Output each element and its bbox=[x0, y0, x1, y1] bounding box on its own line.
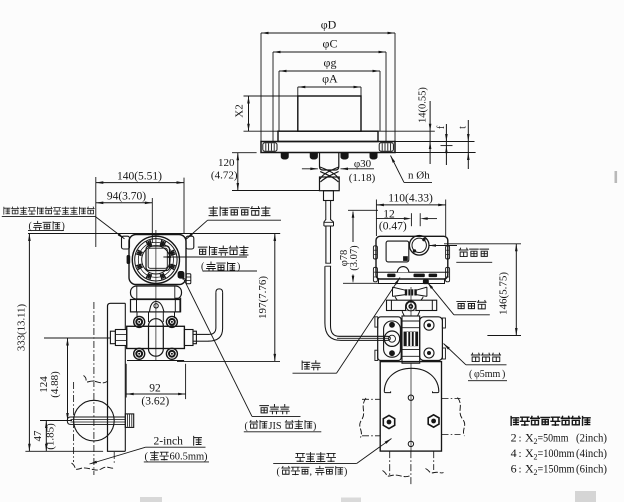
svg-text:12: 12 bbox=[383, 208, 395, 220]
svg-text:(: ( bbox=[201, 262, 205, 273]
svg-text:): ) bbox=[313, 421, 316, 432]
svg-text:): ) bbox=[502, 369, 505, 380]
svg-text:140(5.51): 140(5.51) bbox=[117, 171, 162, 183]
svg-text:φ78: φ78 bbox=[339, 250, 350, 267]
svg-text:(0.47): (0.47) bbox=[379, 221, 407, 233]
svg-text:): ) bbox=[344, 467, 347, 478]
svg-text:φA: φA bbox=[322, 72, 338, 86]
svg-text:φ5mm: φ5mm bbox=[474, 369, 501, 380]
svg-text:197(7.76): 197(7.76) bbox=[257, 276, 269, 319]
svg-text:60.5mm: 60.5mm bbox=[170, 452, 205, 463]
svg-text:14(0.55): 14(0.55) bbox=[418, 87, 429, 123]
svg-text:): ) bbox=[237, 262, 240, 273]
svg-text:n Øh: n Øh bbox=[408, 170, 430, 182]
svg-text:120: 120 bbox=[218, 157, 235, 169]
svg-text:(: ( bbox=[29, 221, 33, 232]
svg-text:333(13.11): 333(13.11) bbox=[16, 303, 28, 351]
svg-text:=50mm: =50mm bbox=[538, 433, 569, 445]
svg-text:2: 2 bbox=[534, 468, 538, 477]
svg-text:X: X bbox=[525, 462, 534, 476]
svg-text:(6inch): (6inch) bbox=[576, 464, 607, 476]
svg-text:φD: φD bbox=[321, 18, 337, 32]
svg-text:124: 124 bbox=[38, 376, 50, 393]
svg-text:(2inch): (2inch) bbox=[576, 433, 607, 445]
svg-text:X: X bbox=[525, 446, 534, 460]
svg-text:146(5.75): 146(5.75) bbox=[498, 272, 510, 315]
svg-text:(1.18): (1.18) bbox=[349, 172, 376, 184]
svg-text:(4.88): (4.88) bbox=[49, 371, 61, 398]
svg-text:X2: X2 bbox=[234, 104, 246, 117]
svg-text::: : bbox=[519, 448, 522, 460]
svg-text:2-inch: 2-inch bbox=[154, 436, 184, 448]
svg-text:94(3.70): 94(3.70) bbox=[107, 191, 146, 203]
svg-text:φg: φg bbox=[324, 56, 337, 70]
svg-text:(: ( bbox=[245, 421, 249, 432]
svg-text:f: f bbox=[436, 125, 447, 129]
svg-text:(3.62): (3.62) bbox=[141, 396, 169, 408]
svg-text:47: 47 bbox=[32, 430, 44, 442]
svg-text:X: X bbox=[525, 431, 534, 445]
svg-text:92: 92 bbox=[149, 383, 161, 395]
svg-text:φC: φC bbox=[323, 37, 338, 51]
svg-text:,: , bbox=[310, 467, 313, 478]
svg-text:(4inch): (4inch) bbox=[576, 448, 607, 460]
svg-text:(: ( bbox=[469, 369, 473, 380]
svg-text:2: 2 bbox=[534, 453, 538, 462]
svg-text:JIS: JIS bbox=[269, 421, 282, 432]
svg-text:): ) bbox=[62, 221, 65, 232]
svg-text:2: 2 bbox=[511, 431, 517, 445]
svg-text:(4.72): (4.72) bbox=[211, 170, 238, 182]
svg-text:): ) bbox=[204, 452, 208, 463]
svg-text:(: ( bbox=[277, 467, 281, 478]
svg-text::: : bbox=[519, 464, 522, 476]
svg-text:φ30: φ30 bbox=[354, 158, 372, 170]
svg-text:4: 4 bbox=[511, 446, 517, 460]
svg-text:110(4.33): 110(4.33) bbox=[388, 193, 433, 205]
svg-text:(3.07): (3.07) bbox=[349, 245, 360, 271]
svg-text:6: 6 bbox=[511, 462, 517, 476]
svg-text:(1.85): (1.85) bbox=[45, 423, 57, 450]
svg-text::: : bbox=[519, 433, 522, 445]
svg-text:2: 2 bbox=[534, 437, 538, 446]
svg-text:t: t bbox=[458, 126, 469, 129]
svg-text:=100mm: =100mm bbox=[538, 448, 575, 460]
svg-text:=150mm: =150mm bbox=[538, 464, 575, 476]
svg-text:(: ( bbox=[145, 452, 149, 463]
